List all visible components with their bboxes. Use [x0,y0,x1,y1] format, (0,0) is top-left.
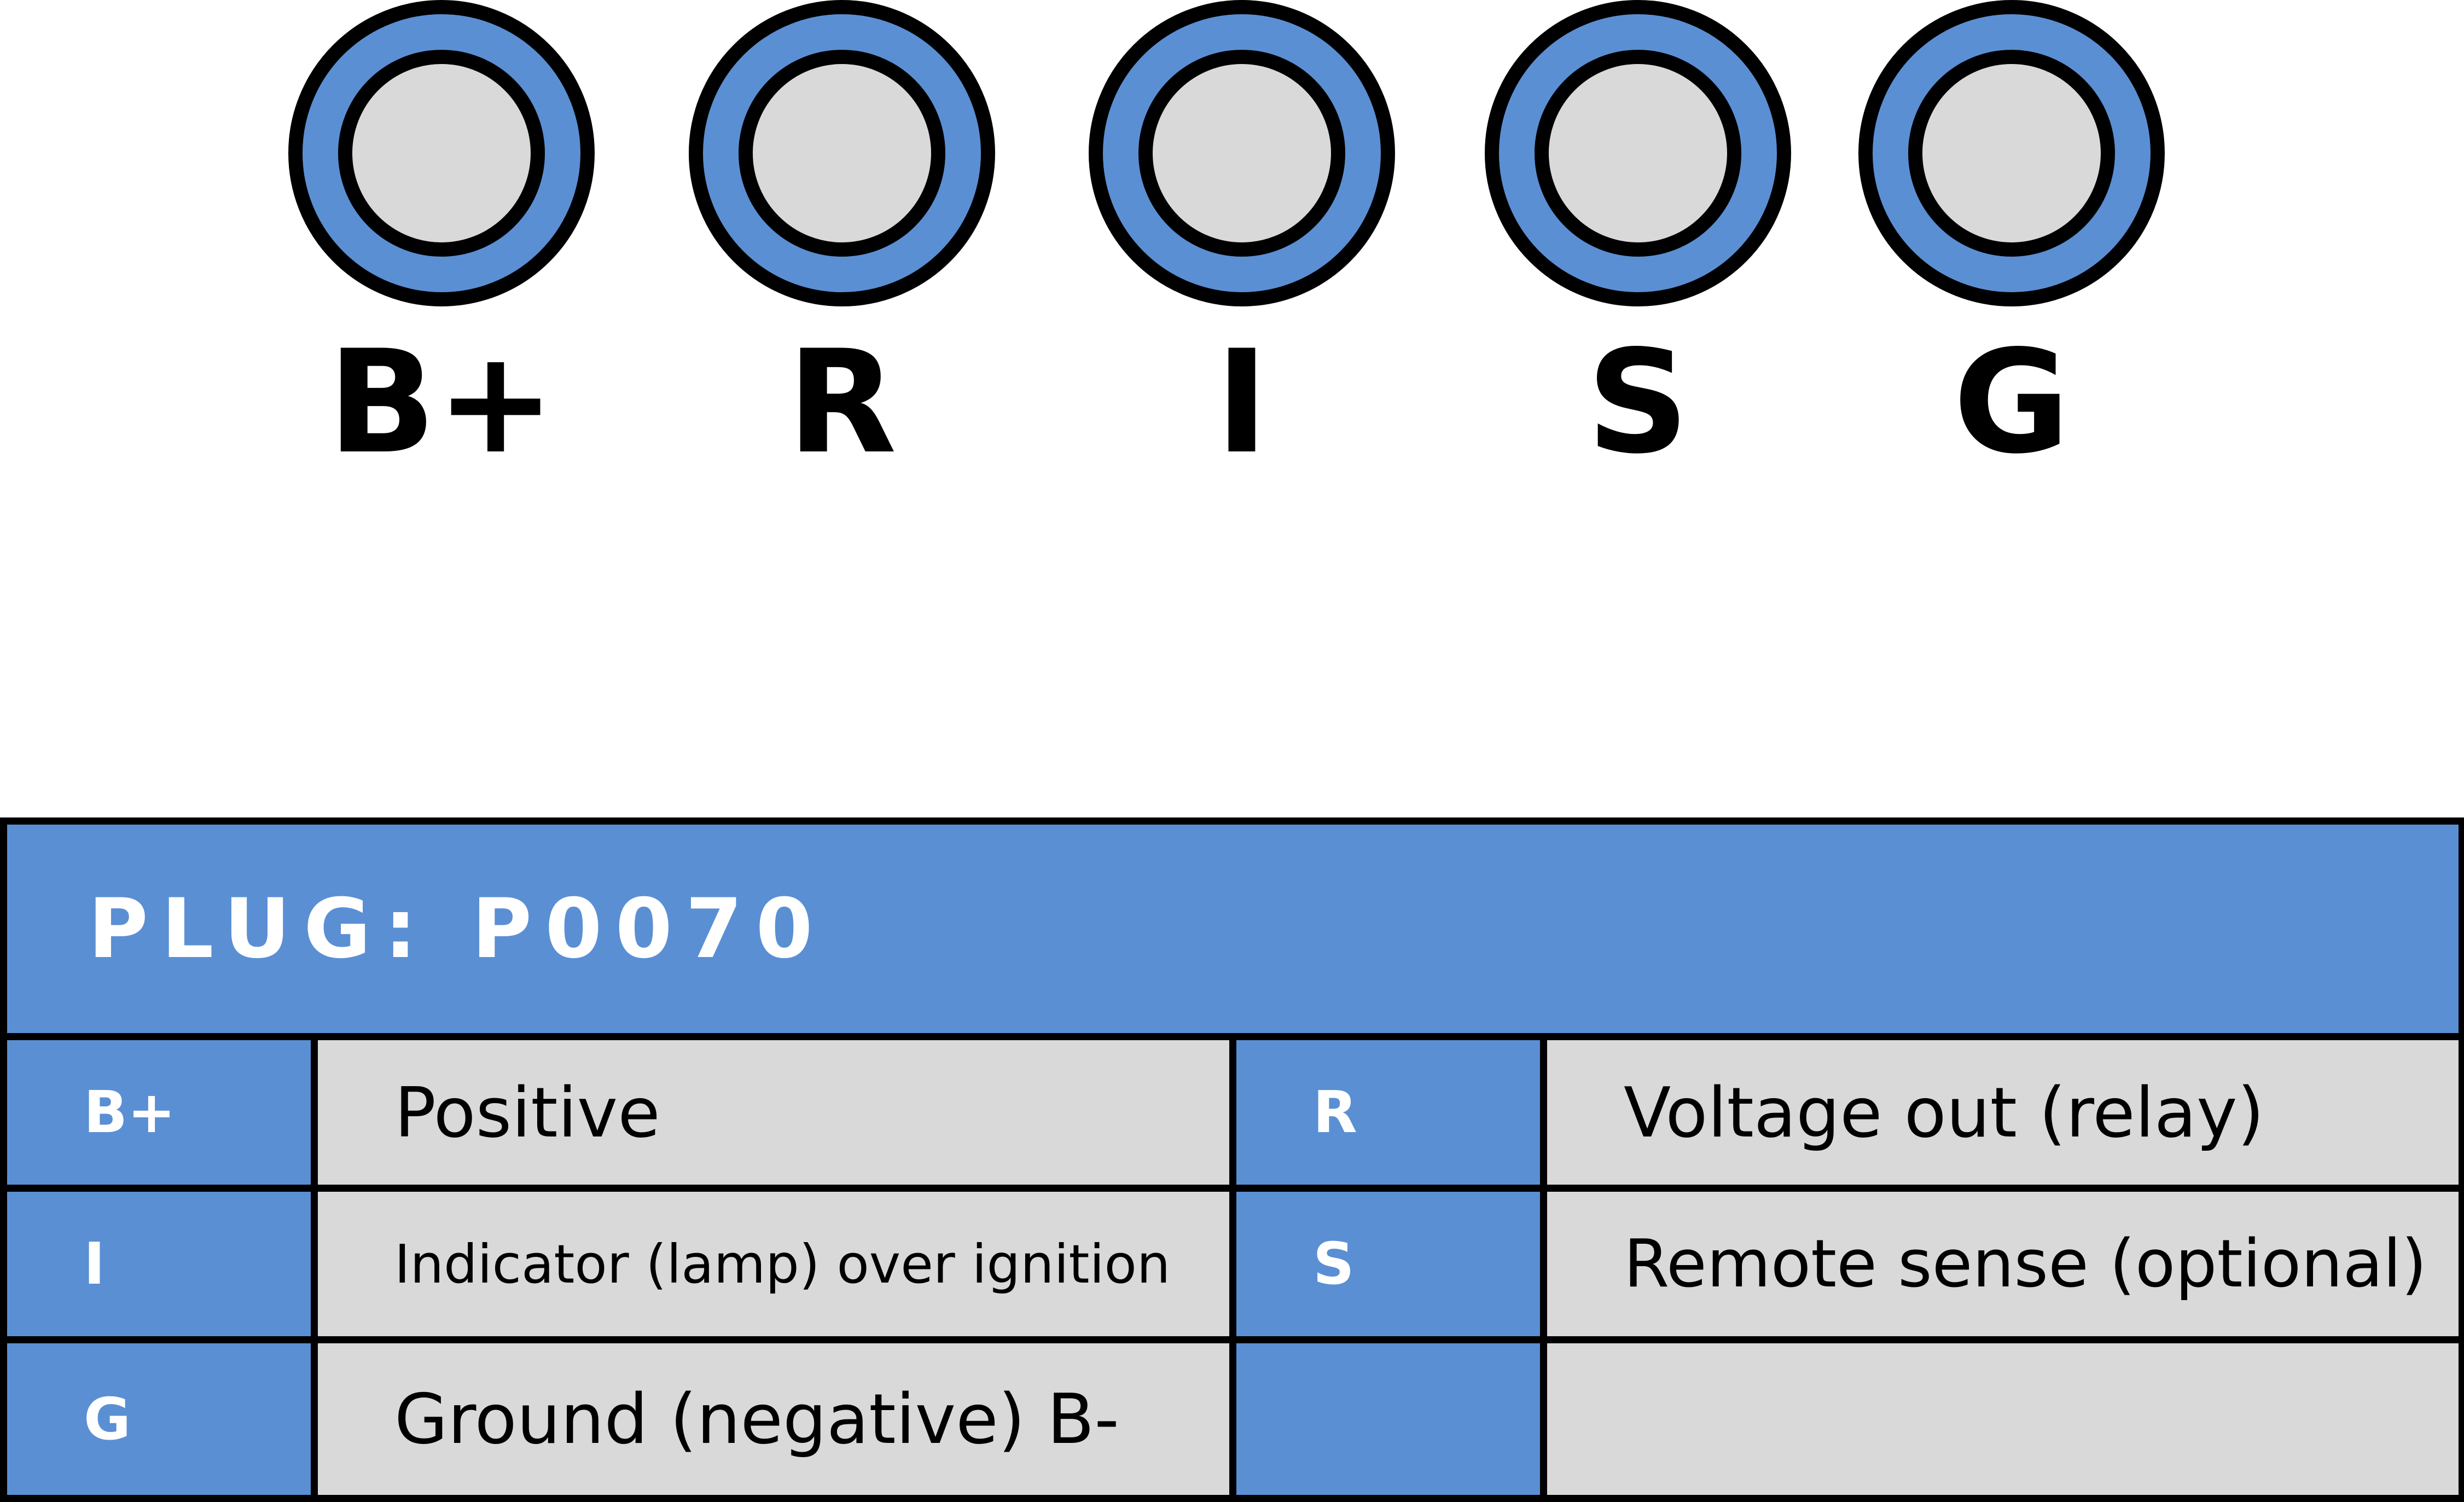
pin-label-s: S [1587,320,1689,485]
pin-label-b-plus: B+ [328,320,555,485]
pin-code-cell: S [1236,1192,1540,1336]
pin-label-i: I [1216,320,1269,485]
pin-description-cell: Positive [318,1040,1229,1185]
pin-description-cell: Voltage out (relay) [1547,1040,2459,1185]
pin-code-cell: R [1236,1040,1540,1185]
pin-label-g: G [1953,320,2070,485]
plug-pinout-table: PLUG: P0070 B+ Positive R Voltage out (r… [0,817,2464,1502]
pin-code-cell: G [7,1343,311,1495]
connector-pin-diagram: B+ R I S G [288,0,2165,485]
plug-title: PLUG: P0070 [7,825,2459,1033]
pin-description-cell: Ground (negative) B- [318,1343,1229,1495]
pin-i [1089,0,1395,306]
pin-s [1485,0,1791,306]
empty-code-cell [1236,1343,1540,1495]
empty-description-cell [1547,1343,2459,1495]
pin-g [1858,0,2165,306]
pin-r [689,0,995,306]
pin-code-cell: I [7,1192,311,1336]
pin-description-cell: Indicator (lamp) over ignition [318,1192,1229,1336]
pin-b-plus [288,0,595,306]
pin-label-r: R [787,320,897,485]
pin-description-cell: Remote sense (optional) [1547,1192,2459,1336]
pin-code-cell: B+ [7,1040,311,1185]
